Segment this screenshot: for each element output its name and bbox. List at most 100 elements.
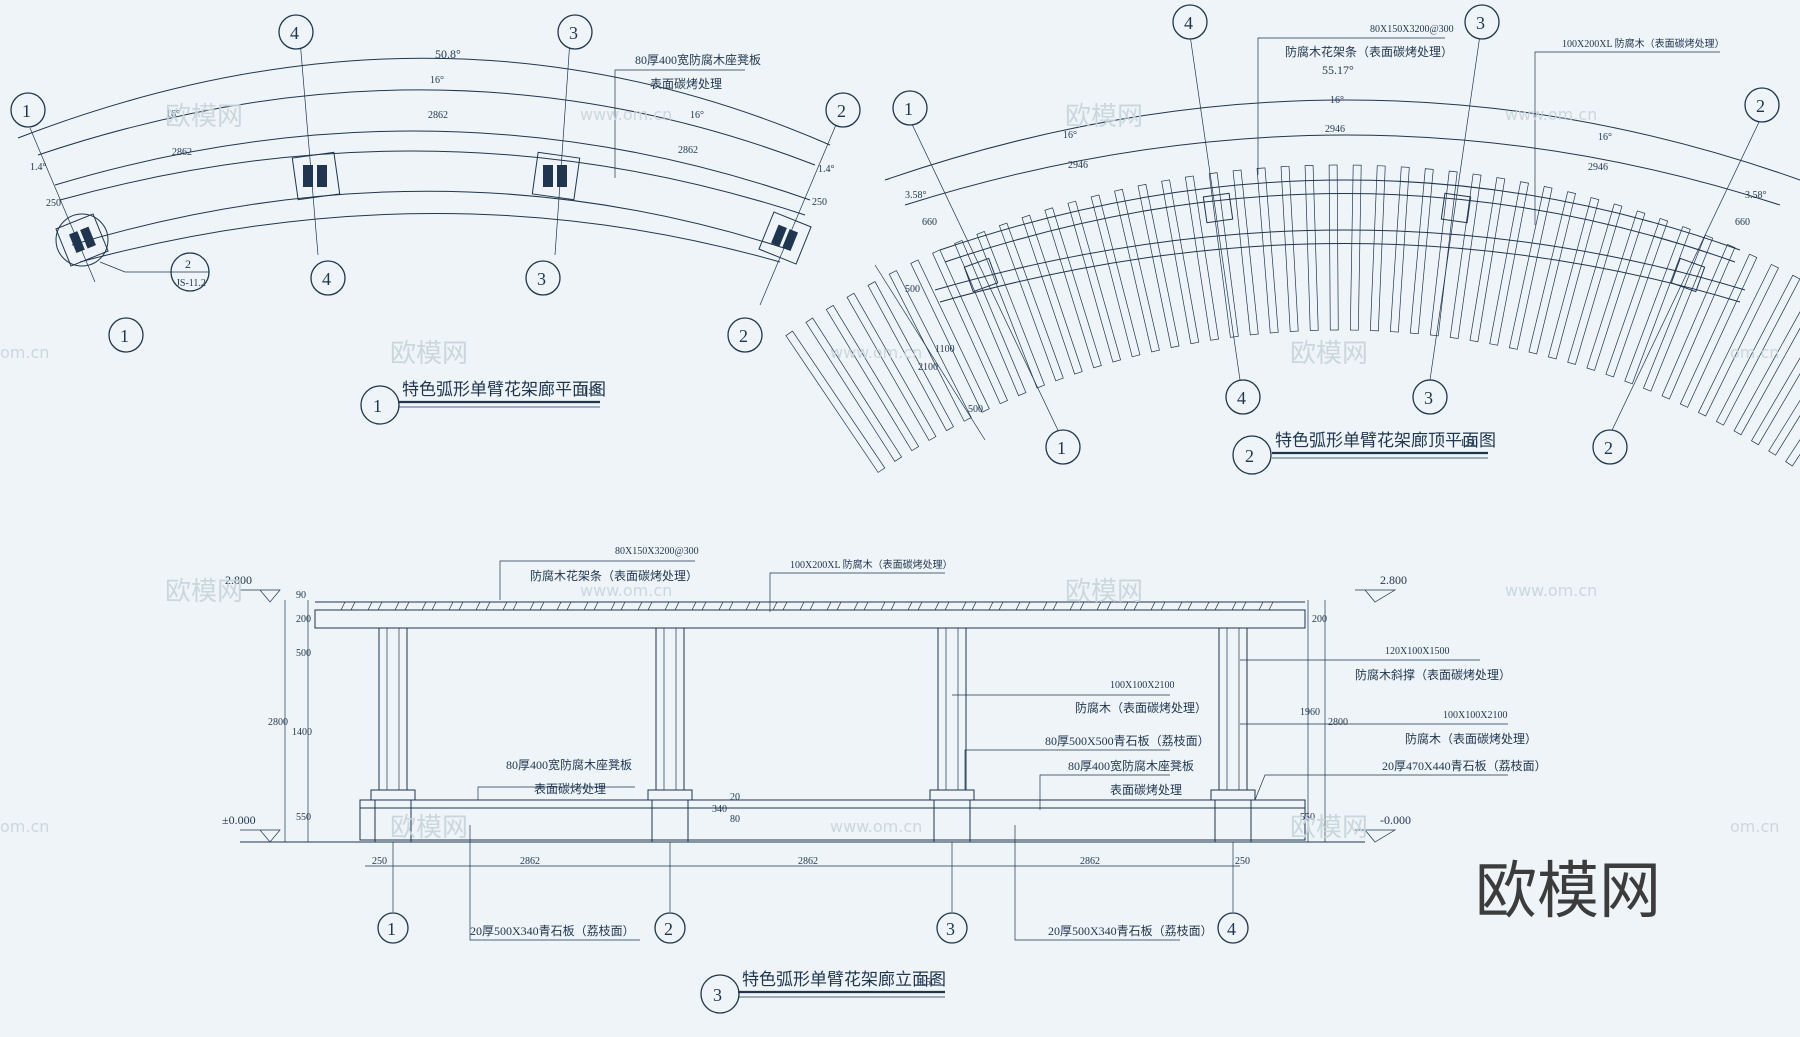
plan2-view: 500 1100 2100 500 55.17° 16° 16° 16° 294…: [785, 4, 1800, 475]
svg-text:www.om.cn: www.om.cn: [830, 817, 922, 836]
svg-text:1960: 1960: [1300, 707, 1320, 718]
plan1-radial-2: [759, 119, 839, 306]
svg-text:欧模网: 欧模网: [165, 102, 243, 132]
plan1-axis-bubble-3-top: 3: [557, 14, 593, 50]
svg-text:90: 90: [296, 590, 306, 601]
svg-text:550: 550: [1300, 812, 1315, 823]
plan2-slat: [1768, 310, 1800, 456]
plan2-slat: [1349, 164, 1362, 331]
plan2-slat: [1489, 181, 1529, 346]
svg-text:4: 4: [322, 269, 331, 289]
elev-note-beam-leader: [769, 572, 945, 612]
plan1-axis-bubble-4-top: 4: [278, 14, 314, 50]
svg-text:欧模网: 欧模网: [390, 813, 468, 843]
elev-note-brace-1: 120X100X1500: [1385, 646, 1449, 657]
elev-roof-slat: [367, 601, 383, 611]
plan2-axis-bubble-2-bottom: 2: [1592, 429, 1628, 465]
plan1-post-2: [758, 211, 812, 265]
elev-bench: [359, 799, 1306, 841]
plan2-axis-bubble-4-bottom: 4: [1225, 379, 1261, 415]
elev-roof-slat: [961, 601, 977, 611]
svg-text:3: 3: [946, 919, 955, 939]
svg-text:550: 550: [296, 812, 311, 823]
plan2-slats: [785, 164, 1800, 473]
plan2-slat: [805, 317, 903, 462]
elev-note-col-1: 100X100X2100: [1110, 680, 1174, 691]
plan1-axis-bubble-2-top: 2: [825, 92, 861, 128]
plan2-slat: [1369, 165, 1386, 332]
plan2-slat: [954, 239, 1027, 397]
svg-text:www.om.cn: www.om.cn: [1505, 581, 1597, 600]
elev-note-stone2-leader: [1254, 774, 1508, 801]
elevation-view: 2.800 2.800 ±0.000 -0.000 90 200 500 140…: [222, 546, 1547, 1014]
elev-roof-slat: [475, 601, 491, 611]
elev-column: [929, 627, 975, 843]
plan1-arc-3: [71, 190, 791, 251]
elev-level-gnd-right: [1355, 829, 1397, 843]
svg-text:2: 2: [664, 919, 673, 939]
plan2-radial-1: [909, 119, 1066, 446]
elev-scale: 1:50: [918, 977, 936, 988]
elev-roof-slat: [1015, 601, 1031, 611]
elev-level-top-right-text: 2.800: [1380, 573, 1407, 587]
elev-axis-bubble-4: 4: [1217, 842, 1249, 944]
svg-text:欧模网: 欧模网: [1065, 102, 1143, 132]
elev-roof-slat: [664, 601, 680, 611]
plan2-note-b: 100X200XL 防腐木（表面碳烤处理）: [1562, 37, 1725, 50]
elev-top-beam: [314, 609, 1306, 629]
plan2-slat: [1067, 200, 1122, 363]
elev-roof-slat: [853, 601, 869, 611]
plan2-slat: [867, 281, 954, 432]
plan2-slat: [1661, 243, 1736, 400]
elev-note-stone2: 20厚470X440青石板（荔枝面）: [1382, 758, 1547, 773]
plan2-slat: [1137, 183, 1180, 348]
svg-text:om.cn: om.cn: [1730, 343, 1779, 362]
elev-note-lseat-1: 80厚400宽防腐木座凳板: [506, 757, 632, 772]
elev-note-bot-1: 20厚500X340青石板（荔枝面）: [470, 923, 635, 938]
elev-column: [370, 627, 416, 843]
plan2-radial-2: [1604, 119, 1761, 446]
elev-roof-slat: [1231, 601, 1247, 611]
plan2-end-right: 660: [1735, 217, 1750, 228]
elev-note-col-2: 防腐木（表面碳烤处理）: [1075, 700, 1207, 715]
elev-level-gnd-left-text: ±0.000: [222, 813, 256, 827]
plan2-slat: [1114, 188, 1160, 353]
elev-roof-slat: [340, 601, 356, 611]
brand-logo: 欧模网: [1475, 854, 1661, 927]
plan1-note-line1: 80厚400宽防腐木座凳板: [635, 52, 761, 67]
plan2-axis-bubble-3-bottom: 3: [1412, 379, 1448, 415]
plan2-dim-side: [874, 264, 986, 441]
elev-roof-slat: [556, 601, 572, 611]
plan2-slat: [846, 292, 937, 441]
svg-text:3: 3: [1476, 13, 1485, 33]
svg-text:3: 3: [569, 23, 578, 43]
elev-note-seat-2: 表面碳烤处理: [1110, 782, 1182, 797]
svg-text:www.om.cn: www.om.cn: [1505, 105, 1597, 124]
plan2-post-3: [1440, 192, 1472, 224]
svg-text:2862: 2862: [798, 856, 818, 867]
plan2-slat: [1643, 234, 1714, 392]
elev-note-seat-1: 80厚400宽防腐木座凳板: [1068, 758, 1194, 773]
svg-text:2: 2: [1604, 438, 1613, 458]
svg-text:340: 340: [712, 804, 727, 815]
elev-roof-slat: [988, 601, 1004, 611]
svg-text:www.om.cn: www.om.cn: [580, 581, 672, 600]
plan2-slat: [1161, 179, 1200, 345]
plan2-slat: [785, 330, 886, 473]
plan2-note-b-leader: [1534, 51, 1720, 225]
elev-roof-slat: [502, 601, 518, 611]
plan2-beam-arc-4: [939, 243, 1741, 303]
plan2-axis-bubble-1-bottom: 1: [1045, 429, 1081, 465]
plan1-axis-bubble-4-bottom: 4: [310, 260, 346, 296]
plan2-arc-right: 2946: [1588, 162, 1608, 173]
elev-note-brace-2: 防腐木斜撑（表面碳烤处理）: [1355, 667, 1511, 682]
svg-text:4: 4: [1184, 13, 1193, 33]
plan2-dim-arc-outer: [884, 99, 1800, 181]
plan1-radial-1: [29, 127, 96, 283]
elev-roof-slat: [394, 601, 410, 611]
elev-level-gnd-left: [240, 829, 281, 843]
plan2-slat: [1751, 297, 1800, 446]
svg-text:2: 2: [837, 101, 846, 121]
svg-text:2862: 2862: [520, 856, 540, 867]
plan2-arc-left: 2946: [1068, 160, 1088, 171]
